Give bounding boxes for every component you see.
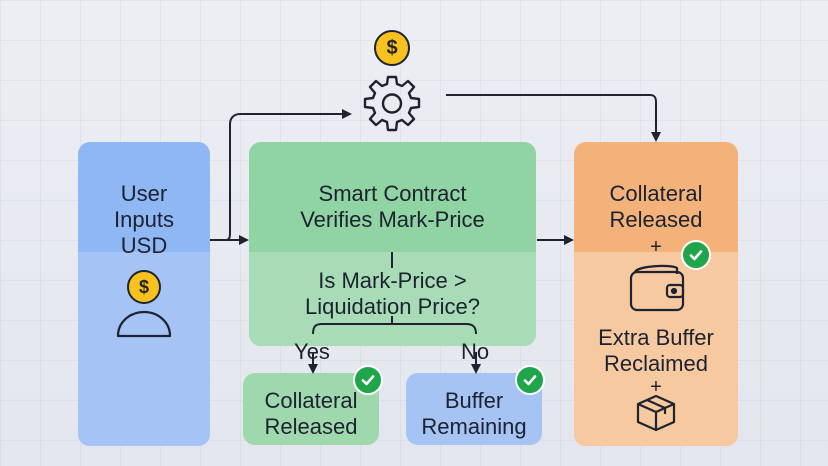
yes-box-line1: Collateral bbox=[264, 388, 358, 413]
arrow-gear-to-result bbox=[446, 94, 661, 142]
buffer-line2: Reclaimed bbox=[604, 351, 708, 376]
question-line2: Liquidation Price? bbox=[305, 294, 480, 319]
question-line1: Is Mark-Price > bbox=[318, 268, 467, 293]
wallet-icon bbox=[629, 264, 685, 312]
box-icon bbox=[636, 394, 676, 432]
check-icon bbox=[681, 240, 711, 270]
check-icon bbox=[515, 365, 545, 395]
result-title-line2: Released bbox=[609, 207, 703, 232]
branch-bar bbox=[312, 323, 477, 335]
no-box-line2: Remaining bbox=[421, 414, 527, 439]
plus-sign: + bbox=[650, 236, 662, 258]
buffer-line1: Extra Buffer bbox=[598, 325, 714, 350]
no-box-line1: Buffer bbox=[444, 388, 504, 413]
arrow-user-to-gear bbox=[214, 109, 352, 241]
check-icon bbox=[353, 365, 383, 395]
yes-label: Yes bbox=[294, 339, 330, 364]
yes-box-line2: Released bbox=[264, 414, 358, 439]
dollar-coin-icon: $ bbox=[374, 30, 410, 66]
gear-icon bbox=[363, 75, 421, 132]
result-title-line1: Collateral bbox=[609, 181, 703, 206]
user-label-line1: User bbox=[120, 181, 168, 206]
contract-title-line2: Verifies Mark-Price bbox=[300, 207, 485, 232]
dollar-coin-icon: $ bbox=[127, 270, 161, 304]
user-label-line2: Inputs bbox=[114, 207, 174, 232]
contract-title-line1: Smart Contract bbox=[318, 181, 467, 206]
user-avatar-icon bbox=[116, 310, 172, 338]
plus-sign: + bbox=[650, 376, 662, 398]
user-label-line3: USD bbox=[120, 233, 168, 258]
